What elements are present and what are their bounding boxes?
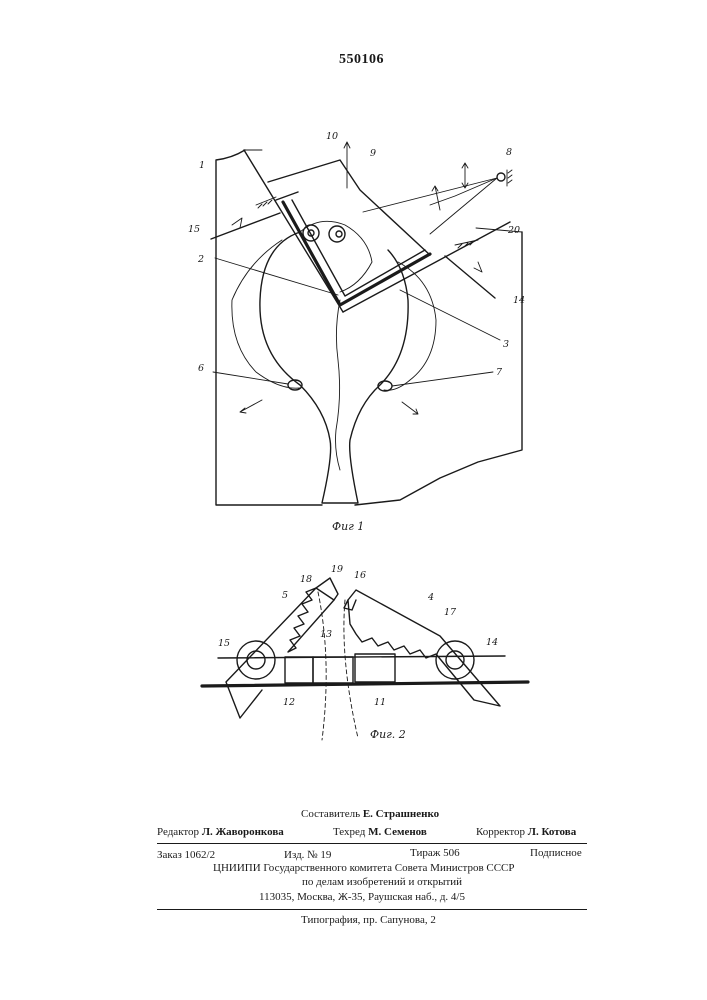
figure-1: 1 10 9 8 15 2 20 14 3 6 7 Фиг 1 bbox=[188, 131, 525, 533]
label-11: 11 bbox=[374, 697, 386, 708]
printer-divider bbox=[157, 909, 587, 910]
fish-pupil-right bbox=[336, 231, 342, 237]
compiler-name: Е. Страшненко bbox=[363, 808, 439, 820]
label-13: 13 bbox=[320, 629, 332, 640]
circulation: Тираж 506 bbox=[410, 847, 460, 859]
leader-7 bbox=[392, 372, 493, 386]
carriage bbox=[268, 160, 430, 255]
label-20: 20 bbox=[507, 225, 520, 236]
label-3: 3 bbox=[503, 339, 509, 350]
imprint-divider bbox=[157, 843, 587, 844]
address: 113035, Москва, Ж-35, Раушская наб., д. … bbox=[259, 891, 465, 903]
label-5: 5 bbox=[282, 590, 288, 601]
pivot-mount bbox=[507, 170, 512, 186]
fish-midline bbox=[336, 300, 341, 470]
techred-label: Техред bbox=[333, 826, 365, 838]
support-right bbox=[455, 240, 478, 248]
editor-label: Редактор bbox=[157, 826, 199, 838]
roller-15-hub bbox=[247, 651, 265, 669]
corrector-line: Корректор Л. Котова bbox=[476, 826, 576, 838]
order-number: Заказ 1062/2 bbox=[157, 849, 215, 861]
edition-number: Изд. № 19 bbox=[284, 849, 331, 861]
figure-2: 19 16 18 5 4 17 15 13 14 12 11 Фиг. 2 bbox=[202, 564, 528, 741]
rod-15 bbox=[211, 213, 280, 239]
shaft-line bbox=[218, 656, 505, 658]
clamp-7 bbox=[378, 381, 392, 391]
leader-6 bbox=[213, 372, 288, 384]
arrow-up-8 bbox=[462, 163, 468, 188]
saw-blade-18 bbox=[316, 578, 338, 600]
pivot-8 bbox=[497, 173, 505, 181]
leader-3 bbox=[400, 290, 500, 340]
trajectory-left bbox=[318, 592, 326, 740]
corrector-label: Корректор bbox=[476, 826, 525, 838]
department: по делам изобретений и открытий bbox=[302, 876, 462, 888]
arrow-mid bbox=[432, 186, 440, 210]
saw-blade-16 bbox=[344, 600, 356, 610]
label-8: 8 bbox=[506, 147, 512, 158]
editor-name: Л. Жаворонкова bbox=[202, 826, 284, 838]
support-left bbox=[256, 197, 276, 208]
label-7: 7 bbox=[496, 367, 503, 378]
label-16: 16 bbox=[354, 570, 366, 581]
compiler-line: Составитель Е. Страшненко bbox=[301, 808, 439, 820]
label-15: 15 bbox=[188, 224, 200, 235]
rod-14 bbox=[445, 256, 495, 298]
label-18: 18 bbox=[300, 574, 312, 585]
techred-line: Техред М. Семенов bbox=[333, 826, 427, 838]
corrector-name: Л. Котова bbox=[528, 826, 576, 838]
saw-arm-5 bbox=[226, 588, 334, 718]
label-14-fig2: 14 bbox=[486, 637, 498, 648]
label-12: 12 bbox=[283, 697, 295, 708]
subscription: Подписное bbox=[530, 847, 582, 859]
arrow-14 bbox=[474, 262, 482, 272]
roller-15 bbox=[237, 641, 275, 679]
label-4: 4 bbox=[427, 592, 434, 603]
label-17: 17 bbox=[444, 607, 457, 618]
institute: ЦНИИПИ Государственного комитета Совета … bbox=[213, 862, 515, 874]
guide-bar-right bbox=[343, 222, 510, 312]
techred-name: М. Семенов bbox=[368, 826, 427, 838]
label-19: 19 bbox=[331, 564, 343, 575]
arrow-right-diag bbox=[402, 402, 418, 414]
arrow-left-diag bbox=[240, 400, 262, 413]
printer: Типография, пр. Сапунова, 2 bbox=[301, 914, 436, 926]
label-10: 10 bbox=[326, 131, 338, 142]
label-15-fig2: 15 bbox=[218, 638, 230, 649]
figure-1-caption: Фиг 1 bbox=[332, 520, 364, 533]
label-14: 14 bbox=[513, 295, 525, 306]
arrow-15 bbox=[232, 218, 242, 228]
label-6: 6 bbox=[198, 363, 204, 374]
label-9: 9 bbox=[370, 148, 376, 159]
saw-arm-4 bbox=[348, 590, 500, 706]
block-11 bbox=[355, 654, 395, 682]
compiler-label: Составитель bbox=[301, 808, 360, 820]
label-2: 2 bbox=[197, 254, 204, 265]
rod-pivot-c bbox=[430, 178, 497, 205]
label-1: 1 bbox=[199, 160, 205, 171]
block-12 bbox=[285, 657, 313, 683]
figure-2-caption: Фиг. 2 bbox=[370, 728, 406, 741]
editor-line: Редактор Л. Жаворонкова bbox=[157, 826, 284, 838]
leader-2 bbox=[215, 258, 338, 295]
fish-fin-left bbox=[232, 240, 300, 388]
trajectory-right bbox=[344, 600, 358, 738]
arrow-up-10 bbox=[344, 142, 350, 188]
